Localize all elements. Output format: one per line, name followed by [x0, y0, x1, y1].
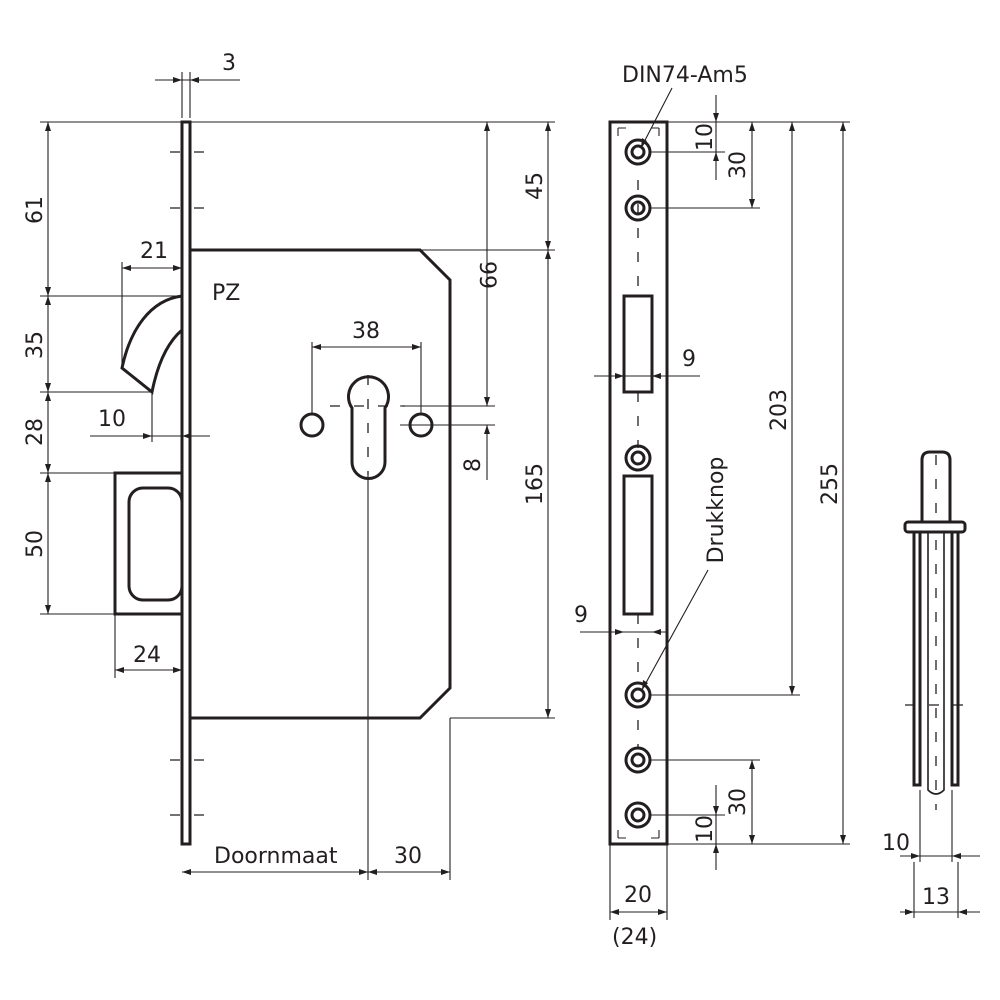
knob-leg-left: [912, 532, 922, 787]
pz-label: PZ: [212, 281, 240, 306]
dim-28-label: 28: [23, 418, 48, 446]
knob-pin: [927, 532, 945, 795]
dim-30-bottom-label: 30: [394, 844, 422, 869]
din-label: DIN74-Am5: [622, 63, 748, 88]
dim-165-label: 165: [523, 463, 548, 505]
fixing-hole-left: [299, 412, 325, 438]
plate-10-bottom-label: 10: [693, 815, 718, 843]
plate-203-label: 203: [767, 389, 792, 431]
knob-13-label: 13: [922, 885, 950, 910]
latch-bolt: [120, 294, 183, 395]
bolt-opening: [622, 474, 654, 616]
knob-head: [920, 450, 952, 522]
knob-10-label: 10: [882, 831, 910, 856]
push-knob-view: [903, 450, 968, 810]
dim-8-label: 8: [461, 458, 486, 472]
plate-30-top-label: 30: [726, 151, 751, 179]
dim-50-label: 50: [23, 530, 48, 558]
plate-9-top-label: 9: [682, 347, 696, 372]
dim-45-label: 45: [523, 172, 548, 200]
dim-61-label: 61: [23, 196, 48, 224]
plate-30-bottom-label: 30: [726, 788, 751, 816]
plate-10-top-label: 10: [693, 123, 718, 151]
lock-body-dimensions: 3 61 35 28 50 21 10: [23, 51, 555, 880]
lock-case-outline: [190, 248, 452, 720]
doornmaat-label: Doornmaat: [214, 844, 338, 869]
forend-strip: [180, 120, 192, 846]
dead-bolt-slot: [127, 486, 184, 602]
dim-99-label: 99: [474, 261, 499, 289]
dim-24-label: 24: [133, 643, 161, 668]
lock-body-view: [113, 120, 452, 846]
push-knob-dimensions: 10 13: [882, 790, 980, 918]
dim-21-label: 21: [140, 239, 168, 264]
drukknop-label: Drukknop: [704, 457, 729, 564]
dim-10-latch-label: 10: [98, 407, 126, 432]
dim-35-label: 35: [23, 331, 48, 359]
face-plate-view: [608, 120, 669, 846]
forend-screw-marks: [170, 151, 210, 816]
knob-leg-right: [950, 532, 960, 787]
plate-255-label: 255: [818, 463, 843, 505]
cylinder-keyhole: [347, 375, 390, 480]
plate-20-label: 20: [624, 883, 652, 908]
knob-collar: [903, 520, 967, 534]
plate-9-bottom-label: 9: [574, 603, 588, 628]
dead-bolt: [113, 471, 182, 616]
dim-3-label: 3: [222, 51, 236, 76]
dim-38-label: 38: [352, 319, 380, 344]
face-plate-outline: [608, 120, 669, 846]
latch-opening: [622, 294, 654, 394]
plate-corner-marks: [617, 127, 660, 839]
face-plate-dimensions: DIN74-Am5 10 30 9 Drukknop 9: [574, 63, 850, 950]
plate-24-paren-label: (24): [612, 925, 657, 950]
